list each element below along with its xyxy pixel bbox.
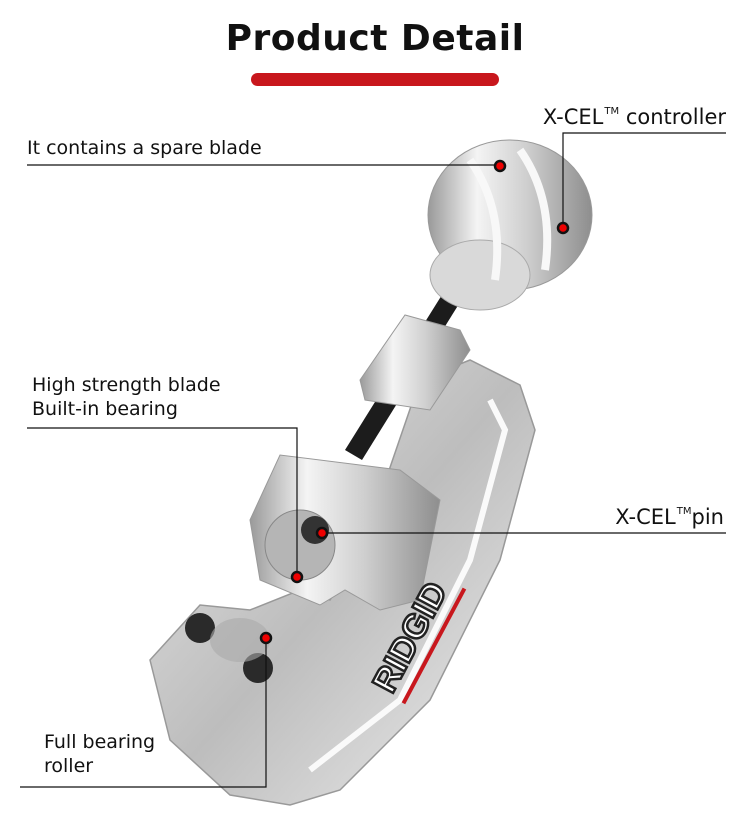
callout-pin: X-CELTMpin	[615, 500, 724, 529]
callout-controller: X-CELTM controller	[543, 100, 726, 129]
callout-dot	[290, 570, 304, 584]
callout-dot	[556, 221, 570, 235]
callout-lines	[20, 132, 726, 788]
callout-dot	[315, 526, 329, 540]
callout-dot	[259, 631, 273, 645]
page-title: Product Detail	[225, 18, 525, 59]
roller	[185, 613, 215, 643]
title-underline	[251, 73, 499, 86]
trademark: TM	[676, 506, 692, 517]
callout-text: roller	[44, 755, 94, 777]
callout-dot	[493, 159, 507, 173]
callout-text: controller	[625, 105, 726, 129]
callout-text: X-CEL	[542, 105, 604, 129]
callout-text: High strength blade	[32, 374, 221, 396]
callout-text: Full bearing	[44, 731, 156, 753]
callout-spare-blade: It contains a spare blade	[27, 137, 262, 159]
callout-text: pin	[691, 505, 724, 529]
callout-text: Built-in bearing	[32, 398, 178, 420]
trademark: TM	[604, 106, 620, 117]
callout-text: X-CEL	[615, 505, 676, 529]
